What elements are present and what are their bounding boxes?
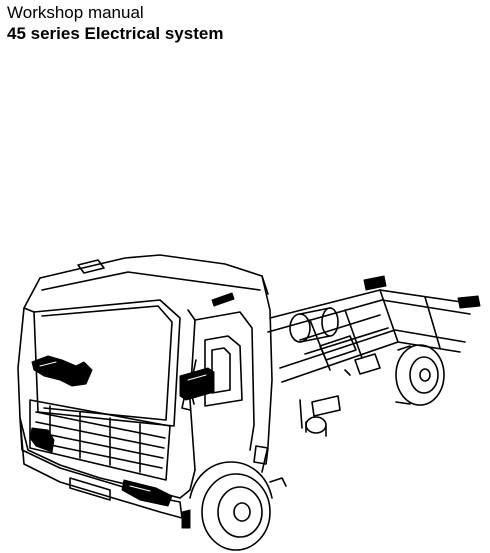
chassis-frame bbox=[267, 289, 476, 383]
document-title: 45 series Electrical system bbox=[7, 24, 224, 43]
front-wheel bbox=[189, 461, 287, 551]
control-unit-box bbox=[179, 367, 215, 401]
rear-lamp-right bbox=[457, 295, 481, 309]
document-header: Workshop manual 45 series Electrical sys… bbox=[7, 2, 477, 44]
electrical-components bbox=[29, 275, 481, 529]
dashboard-module bbox=[31, 355, 93, 387]
document-subtitle: Workshop manual bbox=[7, 3, 144, 22]
headlamp-left bbox=[29, 427, 55, 453]
truck-cab bbox=[17, 254, 273, 519]
headlamp-right bbox=[121, 479, 173, 507]
roof-marker-light bbox=[211, 292, 235, 307]
battery-box bbox=[181, 509, 191, 529]
air-tanks bbox=[289, 307, 351, 437]
truck-illustration bbox=[0, 250, 490, 553]
rear-lamp-left bbox=[363, 275, 387, 291]
rear-wheels bbox=[395, 344, 445, 406]
